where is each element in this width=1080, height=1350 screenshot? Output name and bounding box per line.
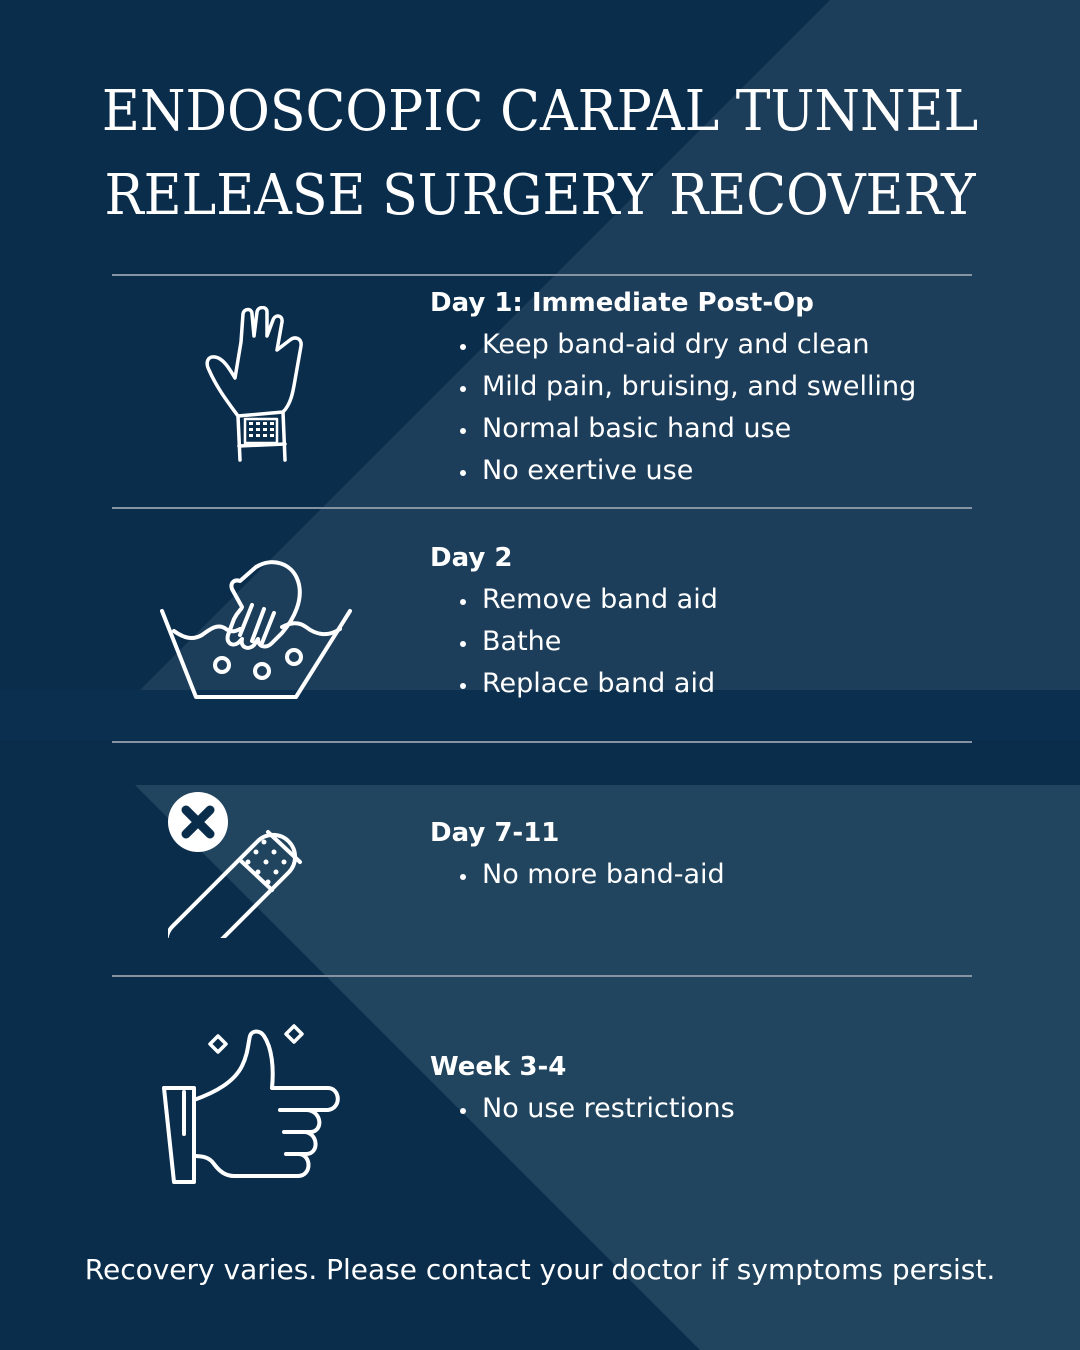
section-heading: Day 2 (430, 543, 513, 573)
section-content: Day 1: Immediate Post-Op Keep band-aid d… (430, 282, 916, 492)
section-heading: Day 1: Immediate Post-Op (430, 288, 814, 318)
bullet-list: Remove band aid Bathe Replace band aid (430, 579, 718, 705)
bullet-item: No more band-aid (458, 854, 725, 896)
bullet-item: Remove band aid (458, 579, 718, 621)
divider (112, 507, 972, 509)
bandaged-wrist-hand-icon (205, 306, 307, 468)
bullet-item: Mild pain, bruising, and swelling (458, 366, 916, 408)
section-heading: Day 7-11 (430, 818, 560, 848)
bullet-item: Keep band-aid dry and clean (458, 324, 916, 366)
bullet-list: No more band-aid (430, 854, 725, 896)
divider (112, 975, 972, 977)
bullet-item: No exertive use (458, 450, 916, 492)
title-line-2: RELEASE SURGERY RECOVERY (104, 163, 976, 228)
bullet-list: Keep band-aid dry and clean Mild pain, b… (430, 324, 916, 492)
divider (112, 741, 972, 743)
disclaimer-footer: Recovery varies. Please contact your doc… (84, 1253, 996, 1286)
bullet-list: No use restrictions (430, 1088, 735, 1130)
bullet-item: No use restrictions (458, 1088, 735, 1130)
bullet-item: Replace band aid (458, 663, 718, 705)
bullet-item: Bathe (458, 621, 718, 663)
title-line-1: ENDOSCOPIC CARPAL TUNNEL (101, 79, 979, 144)
section-content: Day 7-11 No more band-aid (430, 812, 725, 896)
page-title: ENDOSCOPIC CARPAL TUNNEL RELEASE SURGERY… (38, 70, 1042, 238)
no-bandage-icon (168, 790, 338, 938)
section-heading: Week 3-4 (430, 1052, 567, 1082)
bullet-item: Normal basic hand use (458, 408, 916, 450)
x-circle-icon (168, 792, 228, 852)
section-content: Week 3-4 No use restrictions (430, 1046, 735, 1130)
divider (112, 274, 972, 276)
hand-washing-basin-icon (160, 559, 354, 701)
thumbs-up-sparkle-icon (160, 1024, 344, 1196)
section-content: Day 2 Remove band aid Bathe Replace band… (430, 537, 718, 705)
